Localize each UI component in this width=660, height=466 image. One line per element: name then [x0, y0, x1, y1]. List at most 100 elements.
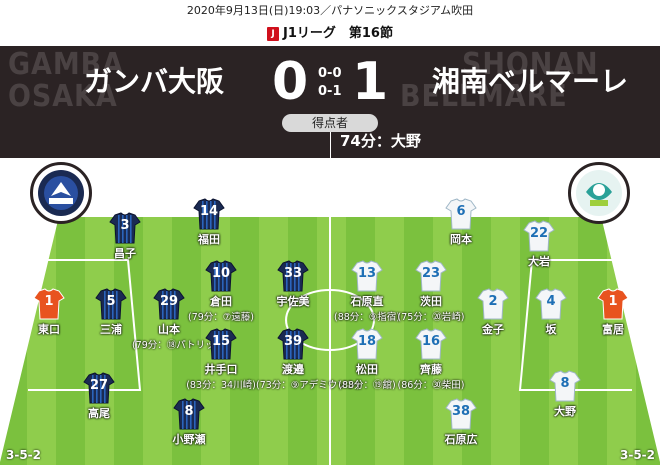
away-ghost-line2: BELLMARE: [400, 79, 568, 114]
jersey-icon: 8: [173, 398, 205, 430]
away-player: 38 石原広: [424, 398, 498, 447]
jersey-icon: 8: [549, 370, 581, 402]
substitution-note: (79分：⑱パトリック): [132, 340, 228, 351]
jersey-icon: 39: [277, 328, 309, 360]
home-player: 29 山本 (79分：⑱パトリック): [132, 288, 228, 351]
jersey-number: 14: [199, 204, 219, 219]
player-name: 石原広: [444, 433, 478, 446]
jersey-number: 39: [283, 334, 303, 349]
player-name: 山本: [158, 323, 180, 336]
jersey-number: 16: [421, 334, 441, 349]
jersey-number: 15: [211, 334, 231, 349]
jersey-number: 13: [357, 266, 377, 281]
home-player: 1 東口: [12, 288, 86, 337]
jersey-icon: 13: [351, 260, 383, 292]
home-player: 27 高尾: [62, 372, 136, 421]
home-formation: 3-5-2: [6, 448, 42, 462]
away-player: 1 富居: [576, 288, 650, 337]
jersey-number: 4: [546, 294, 556, 309]
player-name: 金子: [482, 323, 504, 336]
jersey-number: 27: [89, 378, 109, 393]
jersey-number: 33: [283, 266, 303, 281]
jersey-number: 3: [120, 218, 130, 233]
substitution-note: (75分：⑳岩崎): [397, 312, 465, 323]
jersey-number: 29: [159, 294, 179, 309]
home-ghost-line1: GAMBA: [8, 47, 124, 82]
player-name: 昌子: [114, 247, 136, 260]
jersey-number: 8: [560, 376, 570, 391]
gamba-osaka-crest-icon: [30, 162, 92, 224]
player-name: 石原直: [350, 295, 384, 308]
date-venue-bar: 2020年9月13日(日)19:03／パナソニックスタジアム吹田: [0, 0, 660, 22]
half-score-second: 0-1: [318, 84, 342, 99]
jersey-icon: 33: [277, 260, 309, 292]
home-player: 3 昌子: [88, 212, 162, 261]
pitch-graphic: [0, 215, 660, 466]
jersey-number: 1: [608, 294, 618, 309]
jersey-number: 6: [456, 204, 466, 219]
substitution-note: (73分：⑨アデミウソン): [256, 380, 361, 391]
substitution-note: (83分：34川崎): [186, 380, 256, 391]
home-player: 5 三浦: [74, 288, 148, 337]
home-ghost-line2: OSAKA: [8, 79, 118, 114]
player-name: 坂: [545, 323, 557, 336]
jersey-number: 5: [106, 294, 116, 309]
jersey-icon: 18: [351, 328, 383, 360]
player-name: 福田: [198, 233, 220, 246]
scorer-divider: [330, 132, 331, 162]
jersey-icon: 15: [205, 328, 237, 360]
jersey-icon: 27: [83, 372, 115, 404]
substitution-note: (86分：㉚柴田): [397, 380, 465, 391]
jersey-icon: 6: [445, 198, 477, 230]
substitution-note: (88分：⑲舘): [338, 380, 396, 391]
away-player: 2 金子: [456, 288, 530, 337]
home-player: 14 福田: [172, 198, 246, 247]
shonan-bellmare-crest-icon: [568, 162, 630, 224]
jersey-icon: 4: [535, 288, 567, 320]
player-name: 三浦: [100, 323, 122, 336]
scorer-list: 74分：大野: [340, 132, 421, 150]
score-band: GAMBA OSAKA SHONAN BELLMARE ガンバ大阪 0 0-0 …: [0, 46, 660, 130]
away-ghost-line1: SHONAN: [462, 47, 599, 82]
substitution-note: (79分：⑦遠藤): [187, 312, 255, 323]
jersey-number: 1: [44, 294, 54, 309]
away-team-name: 湘南ベルマーレ: [432, 65, 629, 98]
home-score: 0: [272, 52, 309, 112]
jersey-number: 18: [357, 334, 377, 349]
jersey-icon: 38: [445, 398, 477, 430]
jersey-icon: 14: [193, 198, 225, 230]
away-player: 16 齊藤 (86分：㉚柴田): [394, 328, 468, 391]
player-name: 岡本: [450, 233, 472, 246]
jersey-icon: 23: [415, 260, 447, 292]
home-team-name: ガンバ大阪: [84, 65, 225, 98]
player-name: 富居: [602, 323, 624, 336]
substitution-note: (88分：⑨指宿): [333, 312, 401, 323]
jersey-icon: 16: [415, 328, 447, 360]
date-venue-text: 2020年9月13日(日)19:03／パナソニックスタジアム吹田: [186, 4, 474, 17]
away-player: 6 岡本: [424, 198, 498, 247]
jersey-number: 38: [451, 404, 471, 419]
player-name: 高尾: [88, 407, 110, 420]
j-league-logo-icon: J: [267, 26, 279, 41]
jersey-icon: 2: [477, 288, 509, 320]
player-name: 大岩: [528, 255, 550, 268]
player-name: 東口: [38, 323, 60, 336]
away-player: 13 石原直 (88分：⑨指宿): [330, 260, 404, 323]
half-score-first: 0-0: [318, 66, 342, 81]
jersey-icon: 1: [33, 288, 65, 320]
jersey-number: 8: [184, 404, 194, 419]
player-name: 齊藤: [420, 363, 442, 376]
player-name: 倉田: [210, 295, 232, 308]
